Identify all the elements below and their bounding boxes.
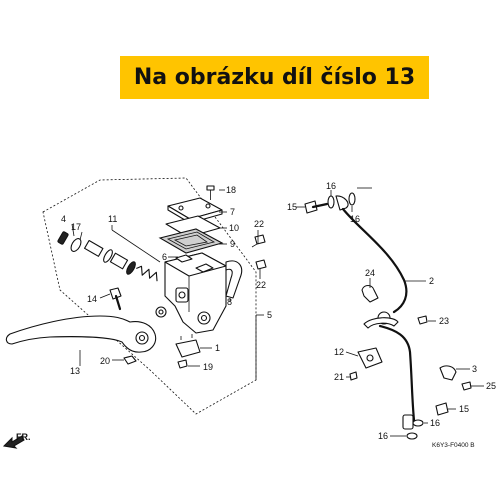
label-19: 19 [203,362,213,372]
bolt-22-upper[interactable] [251,234,266,248]
label-25: 25 [486,381,496,391]
label-16d: 16 [378,431,388,441]
label-12: 12 [334,347,344,357]
diaphragm-9[interactable] [158,228,224,254]
label-11: 11 [108,214,117,224]
bolt-22-lower[interactable] [255,259,267,270]
brake-hose-2[interactable] [335,195,416,430]
label-2: 2 [429,276,434,286]
label-4: 4 [61,214,66,224]
label-5: 5 [267,310,272,320]
label-1: 1 [215,343,220,353]
label-20: 20 [100,356,110,366]
bolt-15-upper[interactable] [304,200,329,214]
highlight-banner: Na obrázku díl číslo 13 [120,56,429,99]
label-15a: 15 [287,202,297,212]
label-8: 8 [227,297,232,307]
label-21: 21 [334,372,344,382]
label-6: 6 [162,252,167,262]
label-16a: 16 [326,181,336,191]
screw-18[interactable] [206,185,215,200]
clamp-3[interactable] [439,365,457,381]
screw-25[interactable] [461,381,472,391]
label-9: 9 [230,239,235,249]
brake-lever-13[interactable] [5,315,157,353]
reservoir-cap-7[interactable] [167,197,223,224]
bolt-23[interactable] [417,315,428,325]
master-cylinder-body[interactable] [155,252,227,334]
label-22b: 22 [256,280,266,290]
joint-12[interactable] [357,347,383,369]
label-23: 23 [439,316,449,326]
label-24: 24 [365,268,375,278]
bolt-21[interactable] [349,371,358,381]
brake-switch-1[interactable] [175,334,201,358]
clamp-24[interactable] [361,284,379,303]
bolt-15-lower[interactable] [435,402,449,416]
diagram-code: K6Y3-F0400 B [432,442,475,449]
washer-16-upper-a[interactable] [327,195,335,209]
label-3: 3 [472,364,477,374]
washer-16-lower-b[interactable] [406,432,418,440]
banner-text: Na obrázku díl číslo 13 [133,65,416,90]
front-arrow-icon: FR. [2,432,31,449]
front-label: FR. [16,432,31,442]
pivot-bolt-14[interactable] [109,287,122,311]
label-16b: 16 [350,214,360,224]
washer-16-lower-a[interactable] [412,419,424,427]
label-13: 13 [70,366,80,376]
nut-20[interactable] [123,355,137,365]
piston-kit-11[interactable] [57,231,160,282]
clamp-holder-8[interactable] [225,260,243,299]
screw-19[interactable] [177,359,188,369]
label-14: 14 [87,294,97,304]
label-15b: 15 [459,404,469,414]
label-22a: 22 [254,219,264,229]
label-17: 17 [71,222,81,232]
label-18: 18 [226,185,236,195]
leader-lines [71,187,484,437]
float-plate-6[interactable] [175,254,193,263]
washer-16-upper-b[interactable] [348,192,356,206]
label-16c: 16 [430,418,440,428]
label-7: 7 [230,207,235,217]
label-10: 10 [229,223,239,233]
